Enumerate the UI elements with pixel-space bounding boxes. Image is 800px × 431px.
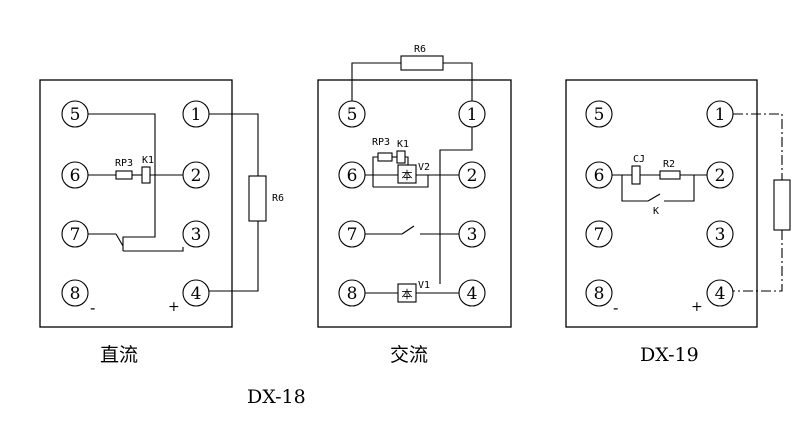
label-v2: V2 — [418, 162, 430, 173]
panel-dc-frame — [39, 79, 233, 328]
terminal-3-label: 3 — [715, 225, 726, 245]
label-cj: CJ — [633, 154, 645, 165]
resistor-r2 — [659, 170, 681, 180]
caption-dc: 直流 — [100, 344, 138, 366]
terminal-4-label: 4 — [715, 284, 726, 304]
label-r2: R2 — [663, 159, 675, 170]
contact — [401, 225, 415, 235]
wire-1-to-ext — [733, 113, 783, 180]
terminal-6-label: 6 — [347, 166, 358, 186]
resistor-r6 — [248, 175, 267, 222]
wire-k-left — [621, 175, 648, 202]
panel-dx19-frame — [565, 79, 758, 328]
label-v1: V1 — [418, 280, 430, 291]
bridge-v2 — [397, 164, 417, 184]
label-r6: R6 — [414, 44, 426, 55]
terminal-4 — [182, 279, 210, 307]
terminal-3-label: 3 — [191, 225, 202, 245]
minus-sign: - — [613, 298, 618, 317]
wire-contact-to-3 — [123, 247, 184, 252]
terminal-7-label: 7 — [347, 225, 358, 245]
terminal-4-label: 4 — [191, 284, 202, 304]
terminal-8 — [585, 279, 613, 307]
bridge-v2-symbol: 本 — [402, 168, 413, 182]
wire-branch-left — [372, 156, 378, 187]
terminal-7 — [585, 220, 613, 248]
panel-ac: 5 1 6 2 7 3 8 4 R6 本 V2 — [317, 44, 512, 366]
terminal-5 — [585, 100, 613, 128]
terminal-5-label: 5 — [70, 105, 81, 125]
resistor-rp3 — [115, 170, 133, 180]
wire-branch-bottom — [373, 175, 429, 188]
panel-dc-terminals: 5 1 6 2 7 3 8 4 — [61, 100, 210, 307]
resistor-ext — [773, 179, 791, 231]
terminal-7-label: 7 — [594, 225, 605, 245]
panel-dc: 5 1 6 2 7 3 8 4 RP3 K1 — [39, 79, 284, 366]
bridge-v1-symbol: 本 — [402, 287, 413, 301]
terminal-1-label: 1 — [467, 105, 478, 125]
terminal-8-label: 8 — [347, 284, 358, 304]
wire-r6-to-1 — [443, 62, 473, 101]
terminal-3 — [706, 220, 734, 248]
caption-ac: 交流 — [390, 344, 428, 366]
label-r6: R6 — [272, 193, 284, 204]
wire-1-to-r6 — [209, 113, 259, 176]
terminal-3-label: 3 — [467, 225, 478, 245]
terminal-8 — [61, 279, 89, 307]
plus-sign: + — [691, 299, 703, 315]
resistor-rp3 — [377, 152, 393, 162]
terminal-6-label: 6 — [70, 166, 81, 186]
coil-k1 — [141, 166, 151, 184]
terminal-5-label: 5 — [347, 105, 358, 125]
wire-r6-to-4 — [209, 221, 259, 292]
terminal-3 — [182, 220, 210, 248]
contact-k — [647, 193, 661, 202]
wire-k1-to-bridge — [405, 156, 409, 165]
panel-ac-terminals: 5 1 6 2 7 3 8 4 — [338, 100, 486, 307]
panel-dx19-terminals: 5 1 6 2 7 3 8 4 — [585, 100, 734, 307]
wire-1-to-v1 — [439, 127, 473, 284]
plus-sign: + — [168, 299, 180, 315]
wire-k-right — [664, 175, 695, 202]
panel-dx19: 5 1 6 2 7 3 8 4 CJ R2 K — [565, 79, 791, 366]
contact-k1 — [115, 233, 124, 247]
coil-cj — [631, 165, 641, 185]
terminal-1-label: 1 — [191, 105, 202, 125]
terminal-2-label: 2 — [191, 166, 202, 186]
terminal-2-label: 2 — [467, 166, 478, 186]
label-k1: K1 — [142, 155, 154, 166]
coil-k1 — [396, 150, 406, 164]
caption-dx19: DX-19 — [640, 344, 699, 366]
terminal-8-label: 8 — [70, 284, 81, 304]
resistor-r6 — [400, 55, 444, 71]
terminal-5-label: 5 — [594, 105, 605, 125]
terminal-7-label: 7 — [70, 225, 81, 245]
label-k: K — [653, 206, 659, 217]
panel-ac-frame — [317, 79, 512, 328]
wire-ext-to-4 — [733, 230, 783, 292]
wire-5-to-r6 — [351, 62, 401, 101]
terminal-6-label: 6 — [594, 166, 605, 186]
label-k1: K1 — [397, 139, 409, 150]
wire-5-to-contact — [88, 113, 156, 251]
label-rp3: RP3 — [372, 137, 390, 148]
terminal-1-label: 1 — [715, 105, 726, 125]
terminal-4 — [706, 279, 734, 307]
terminal-2-label: 2 — [715, 166, 726, 186]
caption-dx18: DX-18 — [247, 386, 306, 408]
terminal-8-label: 8 — [594, 284, 605, 304]
minus-sign: - — [90, 298, 95, 317]
terminal-4-label: 4 — [467, 284, 478, 304]
label-rp3: RP3 — [115, 158, 133, 169]
